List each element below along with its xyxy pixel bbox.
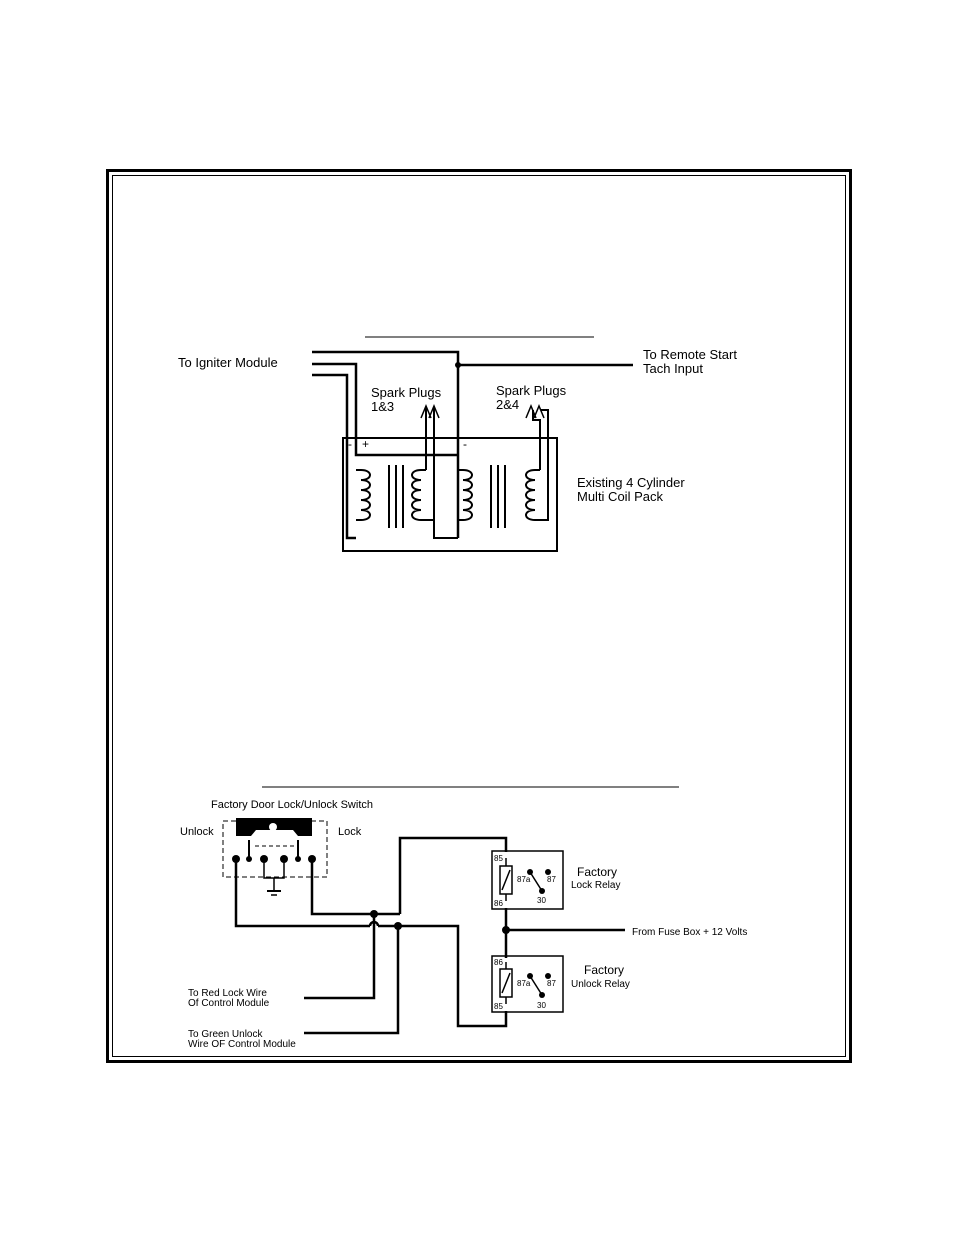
diagram-frame-inner (112, 175, 846, 1057)
switch-pivot (269, 823, 277, 831)
minus-sign-right: - (463, 437, 467, 451)
coil-pack-diagram: To Igniter Module To Remote Start Tach I… (178, 336, 737, 552)
coil-return (426, 519, 458, 539)
unlock-pin-87: 87 (547, 979, 556, 988)
lock-relay-box (491, 850, 564, 910)
wire-igniter-bottom (312, 373, 356, 540)
wire-igniter-top (312, 350, 460, 538)
unlock-relay-line1: Factory (584, 963, 624, 977)
switch-title: Factory Door Lock/Unlock Switch (211, 799, 373, 811)
unlock-relay-contact (545, 973, 551, 979)
coil-winding-1 (356, 469, 371, 521)
door-lock-diagram: Factory Door Lock/Unlock Switch Unlock L… (180, 786, 747, 1050)
lock-relay-coil-mark (501, 869, 511, 891)
junction-dot (455, 362, 461, 368)
plugs-b-line1: Spark Plugs (496, 383, 567, 398)
unlock-relay-coil-mark (501, 972, 511, 994)
green-wire-line1: To Green Unlock (188, 1029, 263, 1040)
lock-relay-contact (545, 869, 551, 875)
lock-pin-87a: 87a (517, 875, 531, 884)
tach-label-line2: Tach Input (643, 361, 703, 376)
wire-green-unlock (304, 926, 400, 1035)
tach-label-line1: To Remote Start (643, 347, 737, 362)
wire-unlock-relay (378, 924, 508, 1028)
lock-relay-line2: Lock Relay (571, 880, 620, 891)
plugs-a-line2: 1&3 (371, 399, 394, 414)
pack-line2: Multi Coil Pack (577, 489, 663, 504)
lock-pin-85: 85 (494, 854, 503, 863)
red-wire-line1: To Red Lock Wire (188, 988, 267, 999)
wire-lock-switch (310, 859, 400, 916)
lock-label: Lock (338, 826, 362, 838)
lock-relay-arm (529, 871, 543, 892)
igniter-label: To Igniter Module (178, 355, 278, 370)
coil-winding-2 (411, 469, 426, 521)
coil-winding-3 (458, 469, 473, 521)
spark-lead (540, 409, 549, 521)
lock-relay-line1: Factory (577, 865, 617, 879)
wire-red-lock (304, 914, 376, 1000)
wire-lock-relay (398, 836, 508, 914)
plugs-a-line1: Spark Plugs (371, 385, 442, 400)
pack-line1: Existing 4 Cylinder (577, 475, 685, 490)
lock-pin-86: 86 (494, 899, 503, 908)
ground-link (263, 859, 285, 879)
green-wire-line2: Wire OF Control Module (188, 1039, 296, 1050)
lock-pin-87: 87 (547, 875, 556, 884)
unlock-relay-box (491, 955, 564, 1013)
unlock-label: Unlock (180, 826, 214, 838)
spark-arrow-1-3 (420, 404, 440, 419)
unlock-pin-85: 85 (494, 1002, 503, 1011)
unlock-relay-arm (529, 975, 543, 996)
diagram-frame-outer (106, 169, 852, 1063)
unlock-relay-line2: Unlock Relay (571, 979, 630, 990)
unlock-pin-30: 30 (537, 1001, 546, 1010)
plugs-b-line2: 2&4 (496, 397, 519, 412)
red-wire-line2: Of Control Module (188, 998, 270, 1009)
coil-winding-4 (525, 469, 540, 521)
wire-unlock-switch (234, 859, 370, 928)
lock-pin-30: 30 (537, 896, 546, 905)
spark-lead (532, 410, 541, 470)
fuse-label: From Fuse Box + 12 Volts (632, 927, 747, 938)
unlock-pin-86: 86 (494, 958, 503, 967)
coil-pack-box (342, 437, 558, 552)
plus-sign: + (362, 437, 369, 451)
wire-igniter-middle (312, 362, 458, 457)
unlock-pin-87a: 87a (517, 979, 531, 988)
junction-dot (502, 926, 510, 934)
minus-sign-left: - (348, 437, 352, 451)
spark-arrow-2-4 (525, 404, 545, 419)
